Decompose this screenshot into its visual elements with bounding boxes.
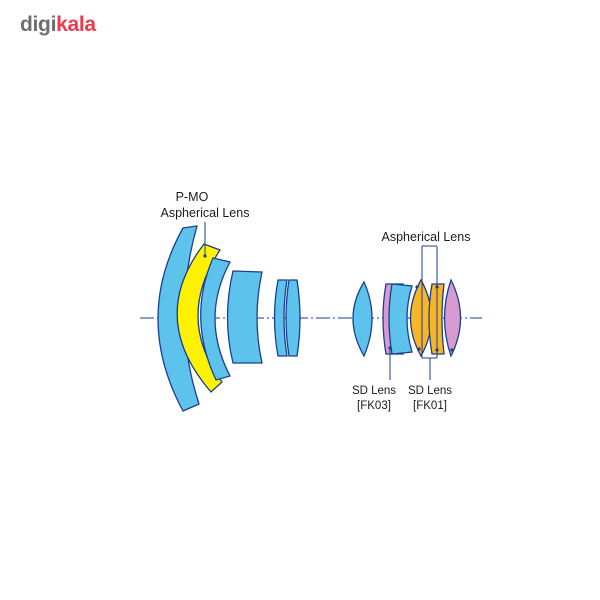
label-sd-fk01-line1: SD Lens bbox=[408, 385, 452, 397]
lens-element-5 bbox=[273, 279, 288, 357]
lens-element-9 bbox=[388, 283, 413, 355]
label-sd-fk03-line1: SD Lens bbox=[352, 385, 396, 397]
label-sd-fk01-line2: [FK01] bbox=[413, 400, 447, 412]
lens-element-6 bbox=[285, 279, 301, 357]
leader-sd-fk01 bbox=[422, 357, 437, 380]
lens-element-12 bbox=[443, 278, 462, 358]
marker-dot bbox=[415, 285, 419, 289]
label-pmo-line2: Aspherical Lens bbox=[161, 206, 250, 220]
lens-element-3 bbox=[200, 257, 231, 381]
label-aspherical: Aspherical Lens bbox=[382, 230, 471, 244]
logo-text-kala: kala bbox=[56, 13, 96, 36]
marker-dot bbox=[417, 347, 421, 351]
lens-element-pmo-aspherical bbox=[176, 243, 223, 393]
lens-element-aspherical-1 bbox=[409, 278, 433, 358]
lens-element-4 bbox=[226, 270, 263, 364]
digikala-logo[interactable]: digikala bbox=[20, 14, 96, 35]
lens-element-7 bbox=[352, 280, 373, 358]
marker-dot bbox=[450, 348, 454, 352]
label-sd-fk03-line2: [FK03] bbox=[357, 400, 391, 412]
label-pmo-line1: P-MO bbox=[176, 190, 209, 204]
logo-text-digi: digi bbox=[20, 13, 57, 36]
leader-aspherical bbox=[421, 245, 438, 358]
